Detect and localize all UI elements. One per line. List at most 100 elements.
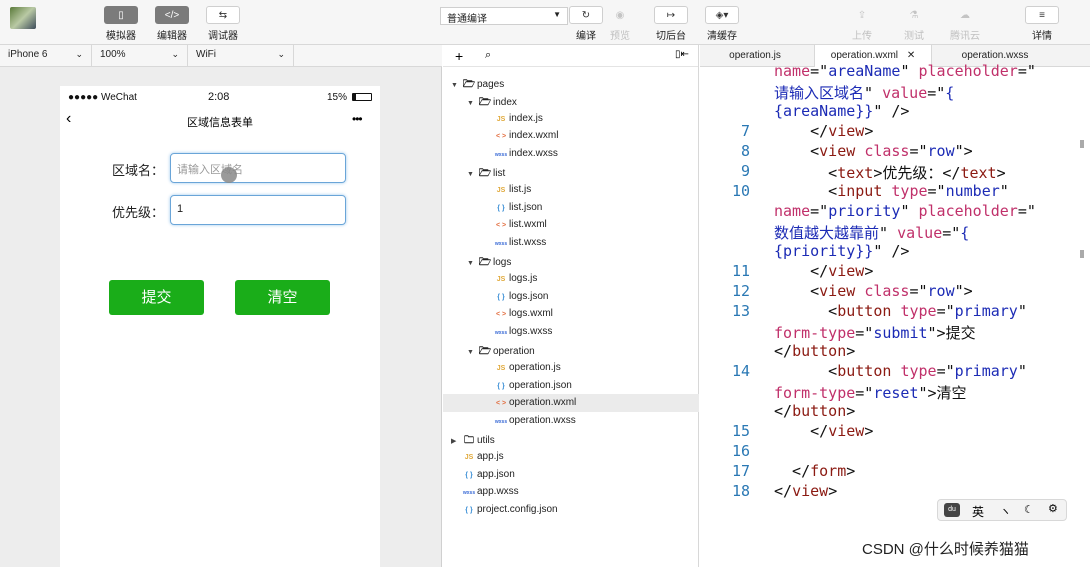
code-line[interactable]: 请输入区域名" value="{ xyxy=(774,82,954,103)
tree-item[interactable]: { }operation.json xyxy=(443,377,699,395)
tree-item[interactable]: { }project.config.json xyxy=(443,501,699,519)
moon-icon[interactable]: ☾ xyxy=(1024,504,1034,516)
ime-logo-icon[interactable]: du xyxy=(944,503,960,517)
code-line[interactable]: <input type="number" xyxy=(774,182,1009,200)
json-file-icon: { } xyxy=(465,507,473,515)
tree-item[interactable]: { }app.json xyxy=(443,466,699,484)
tab-operation-js[interactable]: operation.js xyxy=(729,50,781,61)
code-line[interactable]: {areaName}}" /> xyxy=(774,102,909,120)
wxss-file-icon: wxss xyxy=(462,490,476,497)
tree-item[interactable]: { }list.json xyxy=(443,199,699,217)
zoom-select[interactable]: 100%⌄ xyxy=(92,45,188,66)
code-line[interactable]: </form> xyxy=(774,462,855,480)
priority-input[interactable]: 1 xyxy=(170,195,346,225)
tree-item[interactable]: ▼🗁pages xyxy=(443,74,699,92)
compile-mode-select[interactable]: 普通编译 ▼ xyxy=(440,7,568,25)
tree-item[interactable]: ▼🗁list xyxy=(443,163,699,181)
code-line[interactable]: {priority}}" /> xyxy=(774,242,909,260)
code-line[interactable]: <text>优先级：</text> xyxy=(774,162,1005,183)
user-avatar[interactable] xyxy=(10,7,36,29)
code-token: row xyxy=(927,142,955,160)
line-number: 18 xyxy=(731,482,750,500)
chevron-down-icon[interactable]: ▼ xyxy=(467,99,474,107)
code-line[interactable]: <view class="row"> xyxy=(774,142,973,160)
simulator-button[interactable]: ▯ 模拟器 xyxy=(99,6,143,42)
tree-item[interactable]: ▼🗁operation xyxy=(443,341,699,359)
tree-item[interactable]: < >list.wxml xyxy=(443,216,699,234)
code-line[interactable]: </view> xyxy=(774,422,873,440)
tree-item[interactable]: ▶🗀utils xyxy=(443,430,699,448)
switch-background-button[interactable]: ↦ 切后台 xyxy=(649,6,693,42)
submit-button[interactable]: 提交 xyxy=(109,280,204,315)
code-token: </ xyxy=(774,482,793,500)
clear-cache-button[interactable]: ◈▾ 清缓存 xyxy=(700,6,744,42)
back-icon[interactable]: ‹ xyxy=(66,110,72,127)
code-line[interactable]: </view> xyxy=(774,122,873,140)
close-icon[interactable]: ✕ xyxy=(906,50,916,61)
chevron-down-icon[interactable]: ▼ xyxy=(467,260,474,267)
code-line[interactable]: 数值越大越靠前" value="{ xyxy=(774,222,969,243)
punctuation-icon[interactable]: ヽ xyxy=(1000,506,1011,518)
more-icon[interactable]: ••• xyxy=(352,112,363,126)
code-line[interactable]: <button type="primary" xyxy=(774,362,1027,380)
ime-lang[interactable]: 英 xyxy=(972,505,985,519)
debugger-button[interactable]: ⇆ 调试器 xyxy=(201,6,245,42)
chevron-down-icon[interactable]: ▼ xyxy=(467,171,474,178)
code-line[interactable]: </button> xyxy=(774,402,855,420)
chevron-right-icon[interactable]: ▶ xyxy=(451,438,457,445)
tree-item-label: list.json xyxy=(509,201,543,213)
tree-item[interactable]: ▼🗁logs xyxy=(443,252,699,270)
code-token: ">清空 xyxy=(918,384,967,402)
tree-item[interactable]: { }logs.json xyxy=(443,288,699,306)
code-line[interactable]: <button type="primary" xyxy=(774,302,1027,320)
preview-button[interactable]: ◉ 预览 xyxy=(598,6,642,43)
json-file-icon: { } xyxy=(465,471,473,479)
tree-item[interactable]: < >logs.wxml xyxy=(443,305,699,323)
code-line[interactable]: </view> xyxy=(774,482,837,500)
device-model-value: iPhone 6 xyxy=(8,49,48,60)
search-icon[interactable]: ⌕ xyxy=(485,49,492,61)
compile-button[interactable]: ↻ 编译 xyxy=(564,6,608,42)
code-line[interactable]: </view> xyxy=(774,262,873,280)
tencent-cloud-button[interactable]: ☁ 腾讯云 xyxy=(943,6,987,43)
device-model-select[interactable]: iPhone 6⌄ xyxy=(0,45,92,66)
line-number: 14 xyxy=(731,362,750,380)
tree-item[interactable]: < >index.wxml xyxy=(443,127,699,145)
collapse-icon[interactable]: ▯⇤ xyxy=(675,49,689,60)
code-icon: </> xyxy=(155,6,189,24)
code-line[interactable]: <view class="row"> xyxy=(774,282,973,300)
upload-button[interactable]: ⇪ 上传 xyxy=(840,6,884,43)
editor-button[interactable]: </> 编辑器 xyxy=(150,6,194,42)
add-icon[interactable]: + xyxy=(455,48,464,64)
code-token: view xyxy=(819,142,856,160)
tree-item[interactable]: ▼🗁index xyxy=(443,92,699,110)
tree-item[interactable]: < >operation.wxml xyxy=(443,394,699,413)
code-line[interactable]: name="areaName" placeholder=" xyxy=(774,62,1036,80)
code-line[interactable]: </button> xyxy=(774,342,855,360)
code-line[interactable]: form-type="submit">提交 xyxy=(774,322,976,343)
clock-text: 2:08 xyxy=(208,91,230,103)
chevron-down-icon[interactable]: ▼ xyxy=(467,349,474,356)
reset-button[interactable]: 清空 xyxy=(235,280,330,315)
area-input[interactable]: 请输入区域名 xyxy=(170,153,346,183)
line-number: 7 xyxy=(740,122,750,140)
network-select[interactable]: WiFi⌄ xyxy=(188,45,294,66)
details-button[interactable]: ≡ 详情 xyxy=(1020,6,1064,42)
test-button[interactable]: ⚗ 测试 xyxy=(892,6,936,43)
chevron-down-icon[interactable]: ▼ xyxy=(451,82,458,89)
code-line[interactable]: name="priority" placeholder=" xyxy=(774,202,1036,220)
code-line[interactable]: form-type="reset">清空 xyxy=(774,382,967,403)
tab-operation-wxml[interactable]: operation.wxml ✕ xyxy=(814,45,932,67)
tab-operation-wxss[interactable]: operation.wxss xyxy=(961,50,1029,61)
gear-icon[interactable]: ⚙ xyxy=(1048,503,1058,515)
